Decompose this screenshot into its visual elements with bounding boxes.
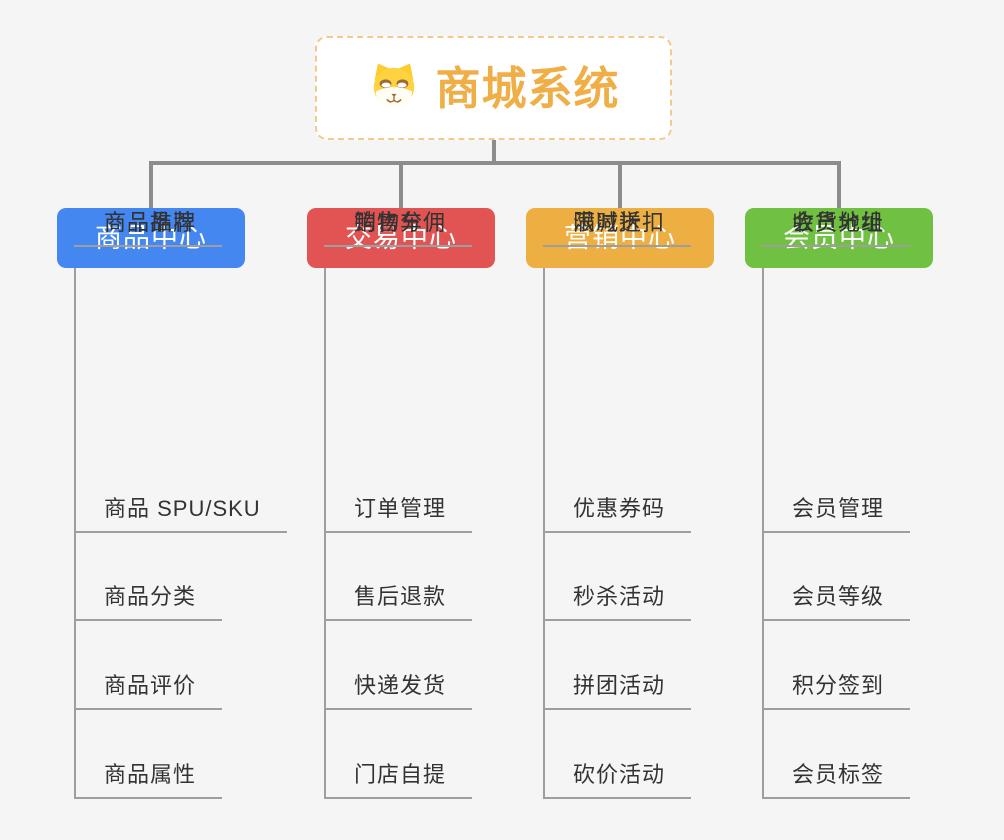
leaf-node-shipping-address[interactable]: 收货地址 — [762, 208, 911, 247]
root-title: 商城系统 — [435, 62, 620, 114]
leaf-node-store-pickup[interactable]: 门店自提 — [324, 760, 473, 799]
branch-spine — [74, 268, 76, 799]
leaf-node-member-tag[interactable]: 会员标签 — [762, 760, 911, 799]
branch-member-center: 会员中心 会员管理 会员等级 积分签到 会员标签 会员分组 收货地址 — [745, 208, 933, 818]
shiba-dog-icon — [367, 60, 421, 116]
leaf-node-product-review[interactable]: 商品评价 — [74, 671, 223, 710]
leaf-node-full-reduction[interactable]: 满减送 — [543, 208, 669, 247]
connector-drop-product — [149, 161, 153, 208]
leaf-node-flash-sale[interactable]: 秒杀活动 — [543, 582, 692, 621]
connector-root-stub — [492, 140, 496, 165]
leaf-node-group-buy[interactable]: 拼团活动 — [543, 671, 692, 710]
branch-product-center: 商品中心 商品 SPU/SKU 商品分类 商品评价 商品属性 商品推荐 商品品牌 — [57, 208, 287, 818]
leaf-node-product-category[interactable]: 商品分类 — [74, 582, 223, 621]
leaf-node-member-level[interactable]: 会员等级 — [762, 582, 911, 621]
leaf-node-member-management[interactable]: 会员管理 — [762, 494, 911, 533]
leaf-node-bargain-activity[interactable]: 砍价活动 — [543, 760, 692, 799]
branch-marketing-center: 营销中心 优惠券码 秒杀活动 拼团活动 砍价活动 限时折扣 满减送 — [526, 208, 714, 818]
leaf-node-express-shipping[interactable]: 快递发货 — [324, 671, 473, 710]
branch-header-trade-center[interactable]: 交易中心 — [307, 208, 495, 268]
leaf-node-product-attribute[interactable]: 商品属性 — [74, 760, 223, 799]
connector-horizontal-bar — [149, 161, 841, 165]
leaf-node-points-checkin[interactable]: 积分签到 — [762, 671, 911, 710]
branch-spine — [324, 268, 326, 799]
branch-spine — [543, 268, 545, 799]
connector-drop-trade — [399, 161, 403, 208]
leaf-node-product-brand[interactable]: 商品品牌 — [74, 208, 223, 247]
root-node[interactable]: 商城系统 — [315, 36, 672, 140]
leaf-node-aftersale-refund[interactable]: 售后退款 — [324, 582, 473, 621]
branch-spine — [762, 268, 764, 799]
leaf-node-coupon-code[interactable]: 优惠券码 — [543, 494, 692, 533]
connector-drop-member — [837, 161, 841, 208]
leaf-node-sales-commission[interactable]: 销售分佣 — [324, 208, 473, 247]
branch-trade-center: 交易中心 订单管理 售后退款 快递发货 门店自提 购物车 销售分佣 — [307, 208, 495, 818]
leaf-node-product-spu-sku[interactable]: 商品 SPU/SKU — [74, 494, 287, 533]
leaf-node-order-management[interactable]: 订单管理 — [324, 494, 473, 533]
connector-drop-marketing — [618, 161, 622, 208]
